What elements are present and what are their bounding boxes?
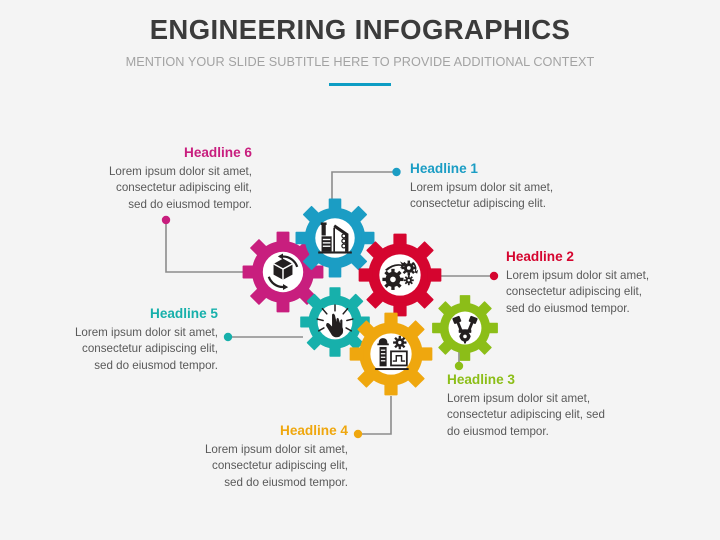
text-block-headline-3: Headline 3 Lorem ipsum dolor sit amet, c… [447, 372, 657, 440]
connector-dot-6 [161, 215, 171, 225]
connector-dot-5 [223, 332, 233, 342]
factory-icon [318, 222, 352, 254]
yellow-gear[interactable] [347, 310, 435, 398]
gear-hub-red [379, 254, 421, 296]
headline-6-title: Headline 6 [184, 145, 252, 160]
magenta-gear[interactable] [240, 229, 326, 315]
blueprint-icon [375, 335, 409, 371]
connector-dot-4 [353, 429, 363, 439]
green-gear[interactable] [430, 293, 500, 363]
connector-dot-3 [454, 361, 464, 371]
headline-1-body: Lorem ipsum dolor sit amet, consectetur … [410, 181, 554, 211]
text-block-headline-4: Headline 4 Lorem ipsum dolor sit amet, c… [132, 423, 348, 491]
headline-1-title: Headline 1 [410, 161, 478, 176]
text-block-headline-1: Headline 1 Lorem ipsum dolor sit amet, c… [410, 161, 630, 213]
headline-2-body: Lorem ipsum dolor sit amet, consectetur … [506, 269, 650, 315]
title-divider [329, 83, 391, 86]
headline-4-title: Headline 4 [280, 423, 348, 438]
hand-touch-icon [316, 304, 354, 338]
blue-gear[interactable] [293, 196, 377, 280]
headline-3-body: Lorem ipsum dolor sit amet, consectetur … [447, 392, 605, 438]
pistons-icon [452, 315, 478, 344]
page-title: ENGINEERING INFOGRAPHICS [149, 14, 571, 45]
headline-6-body: Lorem ipsum dolor sit amet, consectetur … [108, 165, 252, 211]
headline-2-title: Headline 2 [506, 249, 574, 264]
connector-dot-2 [489, 271, 499, 281]
gear-teeth-green [432, 295, 498, 361]
connector-line-6 [165, 223, 248, 273]
connector-line-1 [331, 171, 394, 200]
cogs-icon [382, 260, 419, 290]
headline-4-body: Lorem ipsum dolor sit amet, consectetur … [204, 443, 348, 489]
connector-line-4 [361, 396, 392, 435]
hand-shape [326, 313, 344, 338]
text-block-headline-6: Headline 6 Lorem ipsum dolor sit amet, c… [36, 145, 252, 213]
cube-rotate-icon [267, 253, 299, 291]
headline-3-title: Headline 3 [447, 372, 515, 387]
text-block-headline-2: Headline 2 Lorem ipsum dolor sit amet, c… [506, 249, 696, 317]
slide-header: ENGINEERING INFOGRAPHICS MENTION YOUR SL… [0, 0, 720, 86]
text-block-headline-5: Headline 5 Lorem ipsum dolor sit amet, c… [2, 306, 218, 374]
headline-5-title: Headline 5 [150, 306, 218, 321]
headline-5-body: Lorem ipsum dolor sit amet, consectetur … [74, 326, 218, 372]
page-subtitle: MENTION YOUR SLIDE SUBTITLE HERE TO PROV… [125, 55, 595, 69]
teal-gear[interactable] [298, 285, 372, 359]
connector-dot-1 [392, 167, 401, 177]
